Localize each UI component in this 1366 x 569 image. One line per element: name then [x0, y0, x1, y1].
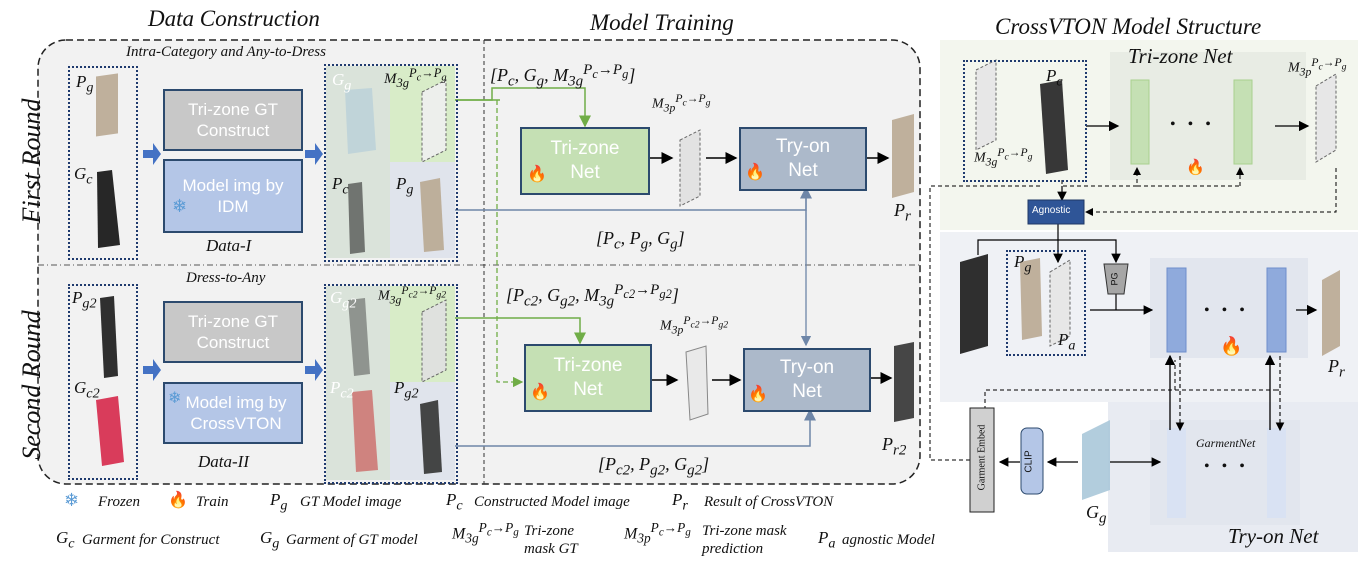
trizone-net-box-first: Tri-zone Net — [520, 127, 650, 195]
model-img-crossvton-label: Model img by CrossVTON — [185, 392, 287, 433]
flame-icon: 🔥 — [745, 164, 765, 181]
snowflake-icon: ❄ — [172, 196, 188, 216]
tryon-input-first: [Pc, Pg, Gg] — [596, 228, 685, 253]
trizone-gt-construct-box-second: Tri-zone GT Construct — [163, 301, 303, 363]
output-first: Pr — [894, 200, 911, 225]
flame-icon: 🔥 — [748, 386, 768, 403]
trizone-pred-first: M3pPc→Pg — [652, 92, 711, 115]
snowflake-icon: ❄ — [168, 390, 182, 407]
row-label-second-round: Second Round — [17, 310, 46, 460]
pg-block — [1103, 263, 1129, 295]
ellipsis-garmentnet: • • • — [1204, 458, 1249, 475]
pg-label: PG — [1109, 272, 1120, 286]
training-input-first: [Pc, Gg, M3gPc→Pg] — [490, 62, 636, 90]
flame-icon: 🔥 — [530, 384, 550, 401]
ellipsis-tryon: • • • — [1204, 302, 1249, 319]
trizone-gt-construct-box: Tri-zone GT Construct — [163, 89, 303, 151]
block-arrow-icon — [305, 359, 323, 381]
trizone-net-title: Tri-zone Net — [1128, 44, 1233, 68]
flame-icon: 🔥 — [1186, 160, 1205, 176]
legend-gc: Garment for Construct — [82, 532, 220, 548]
legend-pr: Result of CrossVTON — [704, 494, 834, 510]
input-box-second — [68, 284, 138, 480]
row-label-first-round: First Round — [17, 98, 46, 224]
legend-pc: Constructed Model image — [474, 494, 630, 510]
flame-icon: 🔥 — [527, 166, 547, 183]
agnostic-label: Agnostic — [1032, 205, 1071, 216]
data-label-first: Data-I — [206, 236, 252, 255]
legend-gg: Garment of GT model — [286, 532, 418, 548]
tryon-net-box-first: Try-on Net — [739, 127, 867, 191]
legend-pa: agnostic Model — [842, 532, 935, 548]
output-second: Pr2 — [882, 434, 907, 459]
agnostic-input-box — [1006, 250, 1086, 356]
agnostic-box — [1027, 199, 1085, 225]
input-box-first — [68, 66, 138, 260]
legend-pg: GT Model image — [300, 494, 402, 510]
subtitle-first-round: Intra-Category and Any-to-Dress — [126, 44, 326, 60]
title-model-structure: CrossVTON Model Structure — [995, 14, 1262, 39]
title-model-training: Model Training — [590, 10, 734, 35]
grid-box-first — [324, 64, 458, 262]
clip-label: CLIP — [1023, 450, 1035, 473]
legend-m3g: Tri-zone mask GT — [524, 523, 578, 557]
tryon-net-label-first: Try-on Net — [775, 136, 831, 181]
tryon-net-title: Try-on Net — [1228, 524, 1319, 548]
subtitle-second-round: Dress-to-Any — [186, 270, 266, 286]
structure-input-box — [963, 60, 1087, 182]
tryon-input-second: [Pc2, Pg2, Gg2] — [598, 454, 710, 479]
trizone-net-box-second: Tri-zone Net — [524, 344, 652, 412]
title-data-construction: Data Construction — [148, 6, 320, 31]
model-img-idm-box: Model img by IDM — [163, 159, 303, 233]
garment-embed-box — [969, 407, 995, 513]
tryon-net-box-second: Try-on Net — [743, 348, 871, 412]
trizone-net-label-first: Tri-zone Net — [550, 138, 620, 183]
trizone-pred-second: M3pPc2→Pg2 — [660, 314, 729, 337]
model-img-crossvton-box: Model img by CrossVTON — [163, 382, 303, 444]
trizone-net-label-second: Tri-zone Net — [553, 355, 623, 400]
garmentnet-label: GarmentNet — [1196, 436, 1256, 450]
garment-embed-label: Garment Embed — [976, 424, 988, 491]
snowflake-icon: ❄ — [64, 490, 80, 510]
data-label-second: Data-II — [198, 452, 249, 471]
block-arrow-icon — [143, 359, 161, 381]
training-input-second: [Pc2, Gg2, M3gPc2→Pg2] — [506, 282, 679, 310]
garment-images — [96, 59, 1340, 500]
block-arrow-icon — [305, 143, 323, 165]
ellipsis-trizone: • • • — [1170, 116, 1215, 133]
model-img-idm-label: Model img by IDM — [182, 175, 284, 216]
clip-box — [1020, 427, 1044, 495]
tryon-net-label-second: Try-on Net — [779, 357, 835, 402]
flame-icon: 🔥 — [1220, 336, 1243, 356]
legend-train: Train — [196, 494, 229, 510]
block-arrow-icon — [143, 143, 161, 165]
legend-m3p: Tri-zone mask prediction — [702, 523, 787, 557]
grid-box-second — [324, 284, 458, 484]
legend-frozen: Frozen — [98, 494, 140, 510]
flame-icon: 🔥 — [168, 492, 188, 509]
